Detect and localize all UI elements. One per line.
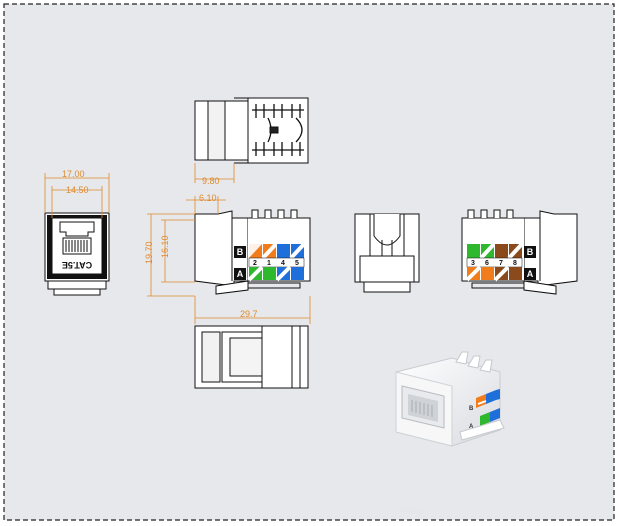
- dim-depth-side-label: 6.10: [199, 193, 217, 203]
- right-pin-2: 6: [485, 260, 489, 267]
- dim-length-label: 29.7: [240, 309, 258, 319]
- dim-width-outer-label: 17.00: [62, 169, 85, 179]
- top-view: [194, 97, 309, 164]
- dim-width-inner-label: 14.50: [66, 185, 89, 195]
- front-view: CAT.5E: [44, 212, 110, 296]
- front-marking: CAT.5E: [62, 260, 92, 270]
- dim-depth-top: [194, 163, 235, 183]
- right-row-b-label: B: [527, 247, 534, 257]
- back-view: [354, 213, 420, 293]
- bottom-view: [194, 325, 309, 389]
- side-view-right: B 3 6 7 8 A: [461, 209, 578, 295]
- right-pin-4: 8: [513, 260, 517, 267]
- left-row-b-label: B: [237, 247, 244, 257]
- svg-text:B: B: [469, 406, 474, 412]
- svg-text:A: A: [469, 424, 474, 430]
- left-pin-3: 4: [281, 260, 285, 267]
- dim-width-outer: [44, 173, 110, 218]
- right-pin-3: 7: [499, 260, 503, 267]
- dim-depth-top-label: 9.80: [202, 176, 220, 186]
- dim-side: [147, 196, 311, 324]
- right-row-a-label: A: [527, 269, 534, 279]
- left-pin-2: 1: [267, 260, 271, 267]
- product-render: B A: [395, 351, 505, 516]
- side-view-left: B 2 1 4 5 A: [194, 209, 311, 295]
- left-pin-4: 5: [295, 260, 299, 267]
- dim-height-outer-label: 19.70: [144, 241, 154, 264]
- left-pin-1: 2: [253, 260, 257, 267]
- left-row-a-label: A: [237, 269, 244, 279]
- right-pin-1: 3: [471, 260, 475, 267]
- dim-height-inner-label: 16.10: [160, 235, 170, 258]
